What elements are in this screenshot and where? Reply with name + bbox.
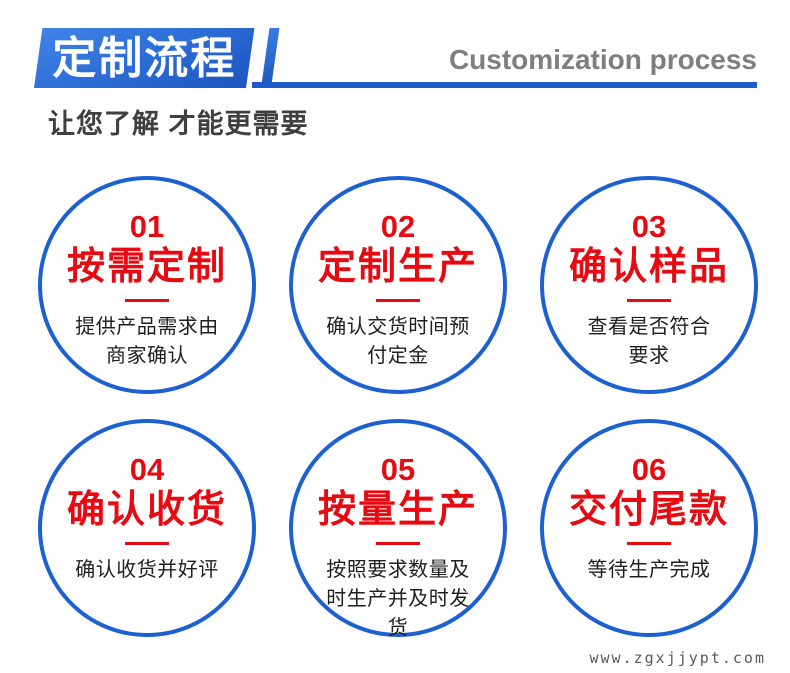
step-divider: [627, 541, 671, 545]
website-watermark: www.zgxjjypt.com: [589, 649, 766, 667]
step-circle-4: 04 确认收货 确认收货并好评: [38, 419, 256, 637]
step-title: 定制生产: [317, 246, 478, 289]
steps-row-2: 04 确认收货 确认收货并好评 05 按量生产 按照要求数量及 时生产并及时发 …: [38, 419, 758, 639]
step-circle-1: 01 按需定制 提供产品需求由 商家确认: [38, 176, 256, 394]
step-description: 确认收货并好评: [75, 558, 219, 581]
step-circle-6: 06 交付尾款 等待生产完成: [540, 419, 758, 637]
step-title: 按量生产: [317, 489, 478, 532]
step-number: 06: [631, 452, 667, 487]
step-divider: [376, 541, 420, 545]
step-number: 01: [129, 209, 165, 244]
title-banner: 定制流程: [34, 28, 255, 88]
step-title: 确认收货: [66, 489, 227, 532]
step-description: 确认交货时间预 付定金: [326, 315, 470, 367]
step-number: 04: [129, 452, 165, 487]
steps-row-1: 01 按需定制 提供产品需求由 商家确认 02 定制生产 确认交货时间预 付定金…: [38, 176, 758, 394]
step-circle-5: 05 按量生产 按照要求数量及 时生产并及时发 货: [289, 419, 507, 639]
step-description: 按照要求数量及 时生产并及时发 货: [326, 558, 470, 639]
step-title: 按需定制: [66, 246, 227, 289]
step-divider: [125, 298, 169, 302]
step-description: 等待生产完成: [587, 558, 711, 581]
step-divider: [627, 298, 671, 302]
step-number: 03: [631, 209, 667, 244]
page-tagline: 让您了解 才能更需要: [48, 109, 309, 139]
step-divider: [125, 541, 169, 545]
step-number: 05: [380, 452, 416, 487]
banner-slash-decoration: [261, 28, 280, 88]
page-title: 定制流程: [52, 34, 237, 83]
step-circle-2: 02 定制生产 确认交货时间预 付定金: [289, 176, 507, 394]
step-circle-3: 03 确认样品 查看是否符合 要求: [540, 176, 758, 394]
step-divider: [376, 298, 420, 302]
page-subtitle-english: Customization process: [448, 44, 757, 75]
header-underline: [252, 82, 757, 88]
step-number: 02: [380, 209, 416, 244]
step-title: 确认样品: [568, 246, 729, 289]
step-title: 交付尾款: [568, 489, 729, 532]
step-description: 查看是否符合 要求: [587, 315, 711, 367]
step-description: 提供产品需求由 商家确认: [75, 315, 219, 367]
